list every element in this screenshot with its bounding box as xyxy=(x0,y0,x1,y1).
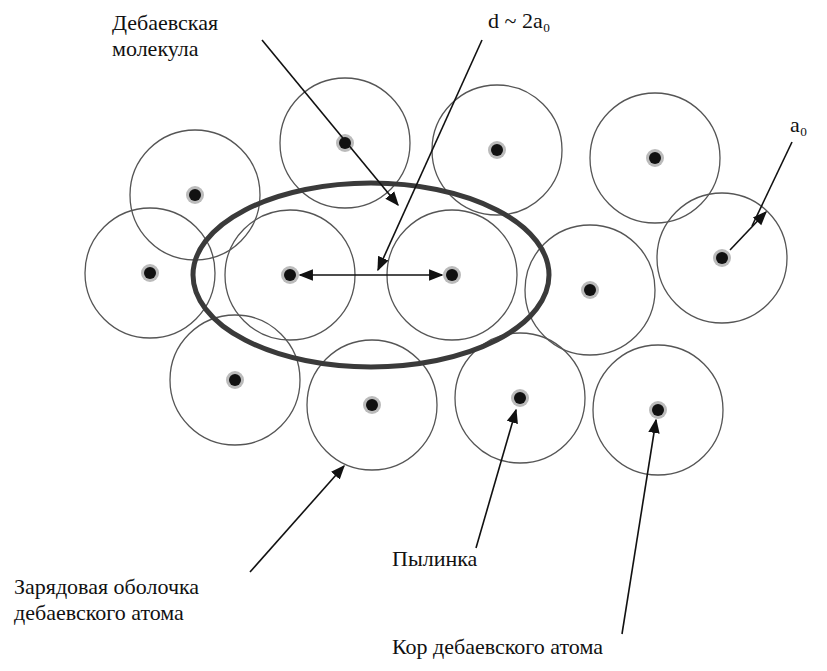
core-halos xyxy=(141,134,731,419)
leader-line xyxy=(262,40,398,205)
callout-label: Зарядовая оболочка дебаевского атома xyxy=(14,574,254,627)
core-halo xyxy=(713,249,731,267)
dimension-label: d ~ 2a₀ xyxy=(488,8,550,34)
dust-grain xyxy=(284,269,296,281)
core-halo xyxy=(443,266,461,284)
dust-grain xyxy=(716,252,728,264)
dust-grain xyxy=(144,267,156,279)
debye-atom-shell xyxy=(130,130,260,260)
leader-line xyxy=(622,420,656,634)
dust-grain xyxy=(514,392,526,404)
debye-atom-shell xyxy=(590,93,720,223)
dust-grain xyxy=(339,137,351,149)
leader-line xyxy=(752,142,792,226)
radius-arrow xyxy=(730,212,766,250)
core-halo xyxy=(141,264,159,282)
core-halo xyxy=(649,401,667,419)
core-halo xyxy=(646,149,664,167)
debye-atom-shell xyxy=(593,345,723,475)
core-halo xyxy=(488,141,506,159)
distance-arrow xyxy=(300,274,442,276)
dust-grain xyxy=(366,399,378,411)
callout-label: Дебаевская молекула xyxy=(112,10,262,63)
leader-line xyxy=(378,40,482,270)
dust-grains xyxy=(141,134,731,419)
leader-lines xyxy=(250,40,792,634)
core-halo xyxy=(581,281,599,299)
dust-grain xyxy=(584,284,596,296)
leader-line xyxy=(476,410,516,548)
core-halo xyxy=(226,371,244,389)
dimension-label: a₀ xyxy=(790,112,807,138)
charge-shells xyxy=(85,78,787,475)
core-halo xyxy=(186,186,204,204)
dust-grain xyxy=(649,152,661,164)
callout-label: Кор дебаевского атома xyxy=(392,634,603,660)
debye-molecule-outline xyxy=(193,183,549,367)
dust-grain xyxy=(229,374,241,386)
core-halo xyxy=(511,389,529,407)
debye-atom-shell xyxy=(307,340,437,470)
core-halo xyxy=(281,266,299,284)
dust-grain xyxy=(189,189,201,201)
cores xyxy=(144,137,728,416)
dust-grain xyxy=(446,269,458,281)
callout-label: Пылинка xyxy=(392,546,477,572)
debye-atom-shell xyxy=(657,193,787,323)
leader-line xyxy=(250,466,344,572)
dust-grain xyxy=(491,144,503,156)
core-halo xyxy=(363,396,381,414)
dust-grain xyxy=(652,404,664,416)
